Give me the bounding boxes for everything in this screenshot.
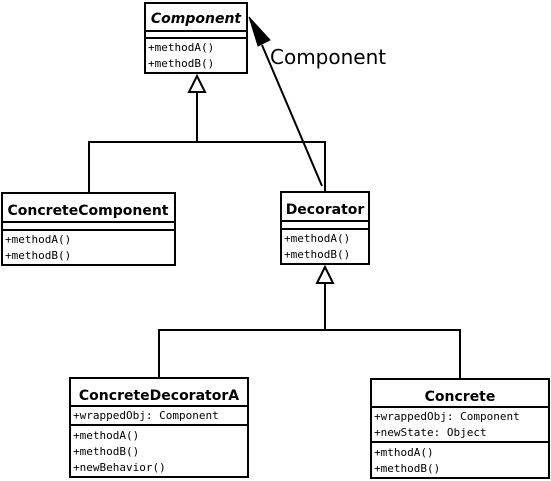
method: +methodB() (148, 57, 214, 70)
class-component: Component +methodA() +methodB() (144, 2, 248, 74)
class-concrete-decorator-a: ConcreteDecoratorA +wrappedObj: Componen… (69, 377, 249, 478)
association-label: Component (270, 45, 386, 69)
class-name: ConcreteDecoratorA (79, 388, 239, 404)
association-connector (248, 16, 323, 187)
method: +methodA() (73, 429, 139, 442)
attribute: +newState: Object (374, 426, 487, 439)
method: +methodB() (284, 248, 350, 261)
method: +methodA() (148, 41, 214, 54)
inheritance-connector-decorator (158, 264, 461, 379)
association-arrowhead (248, 16, 271, 47)
method: +methodB() (73, 445, 139, 458)
class-name: Concrete (425, 389, 496, 405)
method: +newBehavior() (73, 461, 166, 474)
inheritance-arrowhead-decorator (315, 264, 335, 284)
attribute: +wrappedObj: Component (73, 409, 219, 422)
method: +methodB() (374, 462, 440, 475)
inheritance-arrowhead-component (187, 73, 207, 93)
class-name: Decorator (286, 202, 365, 218)
method: +mthodA() (374, 446, 434, 459)
class-name: Component (151, 11, 243, 27)
class-decorator: Decorator +methodA() +methodB() (280, 191, 370, 265)
class-concrete-component: ConcreteComponent +methodA() +methodB() (1, 192, 176, 266)
method: +methodB() (5, 249, 71, 262)
class-concrete: Concrete +wrappedObj: Component +newStat… (370, 378, 550, 479)
attribute: +wrappedObj: Component (374, 410, 520, 423)
class-name: ConcreteComponent (8, 203, 169, 219)
inheritance-connector-component (88, 73, 326, 193)
method: +methodA() (284, 232, 350, 245)
method: +methodA() (5, 233, 71, 246)
